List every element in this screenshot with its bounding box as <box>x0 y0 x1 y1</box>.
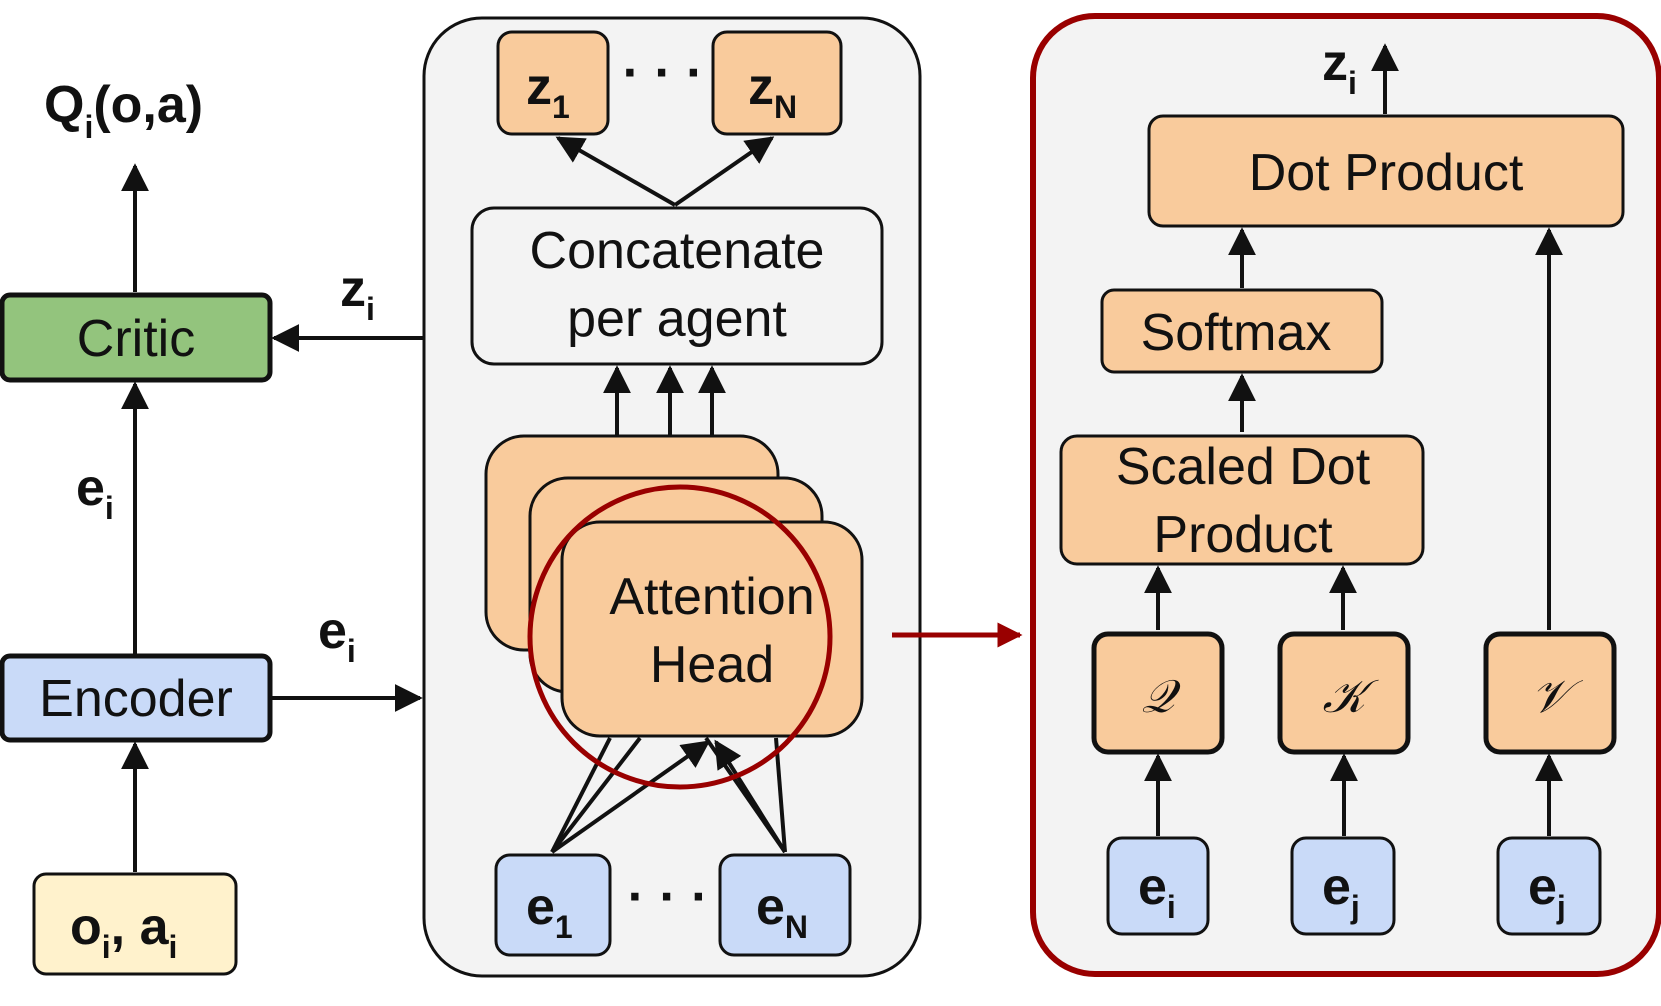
attention-head-detail-panel: zi Dot Product Softmax Scaled Dot Produc… <box>1030 13 1661 977</box>
softmax-box <box>1100 288 1384 374</box>
left-column: Qi(o,a) Critic ei Encoder ei oi, ai <box>0 76 423 976</box>
input-e1-box <box>494 853 612 957</box>
softmax-label: Softmax <box>1141 304 1332 362</box>
concatenate-label-line1: Concatenate <box>530 222 825 280</box>
encoder-label: Encoder <box>39 670 233 728</box>
detail-input-ej-value-label: ej <box>1528 858 1566 925</box>
concatenate-label-line2: per agent <box>567 290 787 348</box>
output-zN-label: zN <box>748 58 797 125</box>
encoder-box <box>0 653 273 743</box>
input-eN-label: eN <box>756 878 808 945</box>
concatenate-box <box>470 206 884 366</box>
input-eN-box <box>718 853 852 957</box>
head-input-arrows <box>550 736 787 854</box>
detail-input-ej-key-label: ej <box>1322 858 1360 925</box>
input-e1-label: e1 <box>526 878 573 945</box>
critic-output-label: Qi(o,a) <box>44 76 203 145</box>
dot-product-box <box>1147 114 1625 228</box>
encoder-to-critic-label: ei <box>76 459 114 526</box>
scaled-dot-product-label-line1: Scaled Dot <box>1116 438 1371 496</box>
output-z1-label: z1 <box>526 58 570 125</box>
detail-input-ej-key-box <box>1290 836 1396 936</box>
attention-head-label-line1: Attention <box>609 568 814 626</box>
attention-head-front <box>560 520 864 738</box>
critic-box <box>0 292 273 383</box>
output-zN-box <box>711 30 843 136</box>
detail-output-label: zi <box>1322 34 1357 101</box>
output-z1-box <box>496 30 610 136</box>
query-box <box>1091 631 1225 755</box>
detail-input-ei-box <box>1106 836 1210 936</box>
outputs-ellipsis: · · · <box>623 44 704 102</box>
encoder-output-label: ei <box>318 602 356 669</box>
dot-product-label: Dot Product <box>1249 144 1524 202</box>
critic-label: Critic <box>77 310 195 368</box>
attention-module-panel: zi z1 · · · zN Concatenate per agent Att… <box>271 16 922 978</box>
inputs-ellipsis: · · · <box>628 868 709 926</box>
arrow-concat-to-z1 <box>555 136 676 207</box>
key-box <box>1277 631 1411 755</box>
scaled-dot-product-box <box>1059 434 1425 566</box>
attention-head-label-line2: Head <box>650 636 774 694</box>
arrow-concat-to-zN <box>673 136 775 207</box>
scaled-dot-product-label-line2: Product <box>1153 506 1333 564</box>
detail-input-ej-value-box <box>1496 836 1602 936</box>
value-box <box>1483 631 1617 755</box>
attention-head-highlight-ellipse <box>527 484 833 790</box>
observation-action-label: oi, ai <box>70 898 177 965</box>
observation-action-box <box>32 872 238 976</box>
detail-input-ei-label: ei <box>1138 858 1176 925</box>
attention-to-critic-label: zi <box>340 260 375 327</box>
